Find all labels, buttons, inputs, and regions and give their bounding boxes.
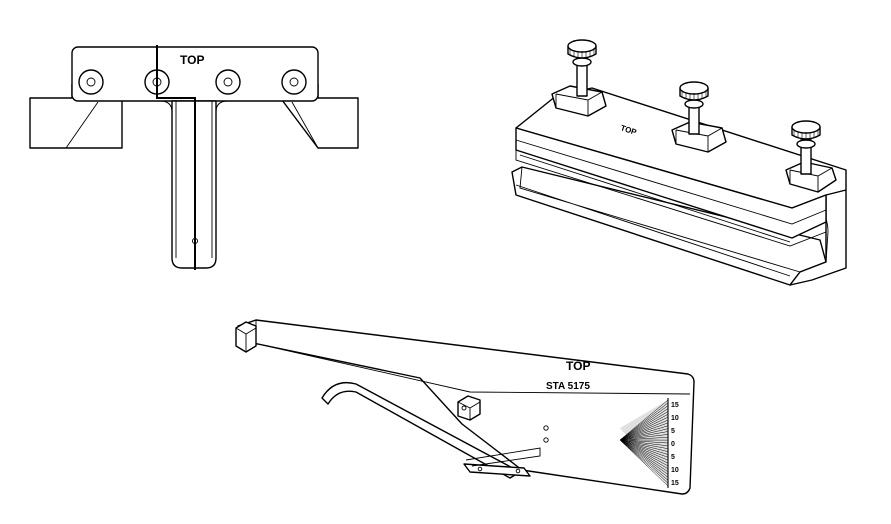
scale-line <box>619 402 669 441</box>
scale-line <box>619 439 669 475</box>
gauge-arm: 15 10 5 0 5 10 15 TOP STA 5175 <box>235 319 695 495</box>
scale-tick-label: 0 <box>671 441 675 448</box>
scale-tick-label: 10 <box>671 415 679 422</box>
section-cut-line <box>156 45 196 270</box>
scale-line <box>619 439 669 461</box>
screw-boss-3 <box>215 69 241 95</box>
scale-line <box>619 439 669 487</box>
scale-line <box>619 419 669 441</box>
thumb-screw-2 <box>671 81 727 153</box>
scale-line <box>619 439 669 484</box>
scale-line <box>619 439 669 444</box>
scale-tick-label: 10 <box>671 467 679 474</box>
gauge-model-label: STA 5175 <box>546 381 590 392</box>
right-wing-edge <box>291 101 319 149</box>
scale-line <box>619 439 669 455</box>
end-block-small <box>235 321 257 353</box>
clamp-isometric: TOP <box>511 39 847 286</box>
body-slot <box>515 150 827 247</box>
screw-boss-4 <box>281 69 307 95</box>
hole-2 <box>543 437 549 443</box>
scale-tick-label: 15 <box>671 480 679 487</box>
scale-line <box>619 437 669 441</box>
scale-line <box>619 439 669 467</box>
scale-line <box>619 414 669 441</box>
fan-scale <box>619 398 669 488</box>
stem-fillet-right <box>215 100 229 113</box>
foot-bracket <box>463 447 541 477</box>
scale-line <box>619 439 669 458</box>
top-view-label: TOP <box>180 53 204 67</box>
scale-line <box>619 439 669 464</box>
scale-line <box>619 411 669 441</box>
scale-line <box>619 405 669 441</box>
scale-line <box>619 439 669 447</box>
scale-line <box>619 439 669 449</box>
lower-rail-edges <box>515 166 801 277</box>
end-block <box>789 184 847 286</box>
scale-tick-label: 15 <box>671 402 679 409</box>
scale-line <box>619 439 669 481</box>
hole-1 <box>543 425 549 431</box>
body-front-lines <box>515 139 827 243</box>
scale-line <box>619 422 669 441</box>
thumb-screw-3 <box>785 120 837 193</box>
thumb-screw-1 <box>551 39 607 117</box>
scale-line <box>619 439 669 452</box>
scale-line <box>619 408 669 441</box>
stem-inner-edges <box>175 101 213 258</box>
left-wing-edge <box>65 101 99 149</box>
scale-line <box>619 416 669 441</box>
scale-line <box>619 439 669 478</box>
scale-line <box>619 439 669 470</box>
gauge-top-label: TOP <box>566 359 590 373</box>
scale-line <box>619 399 669 441</box>
screw-boss-1 <box>78 69 104 95</box>
stem-fillet-left <box>159 100 173 113</box>
middle-block <box>457 395 481 421</box>
scale-line <box>619 431 669 441</box>
scale-line <box>619 425 669 441</box>
spring-tab <box>321 381 521 479</box>
scale-tick-label: 5 <box>671 428 675 435</box>
bracket-top-view: TOP <box>29 45 359 270</box>
scale-tick-label: 5 <box>671 454 675 461</box>
scale-line <box>619 439 669 472</box>
scale-line <box>619 428 669 441</box>
scale-line <box>619 434 669 441</box>
